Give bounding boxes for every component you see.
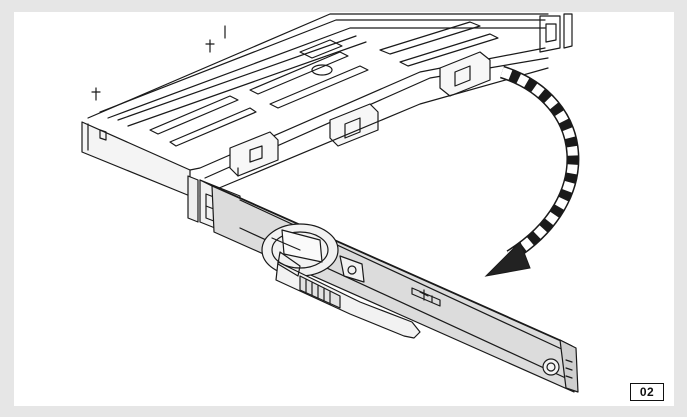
cable-arm-rail <box>187 175 579 393</box>
server-chassis <box>81 13 573 197</box>
step-number-badge: 02 <box>630 383 664 401</box>
latch-handle <box>261 223 421 339</box>
curved-arrow-icon <box>484 65 580 277</box>
